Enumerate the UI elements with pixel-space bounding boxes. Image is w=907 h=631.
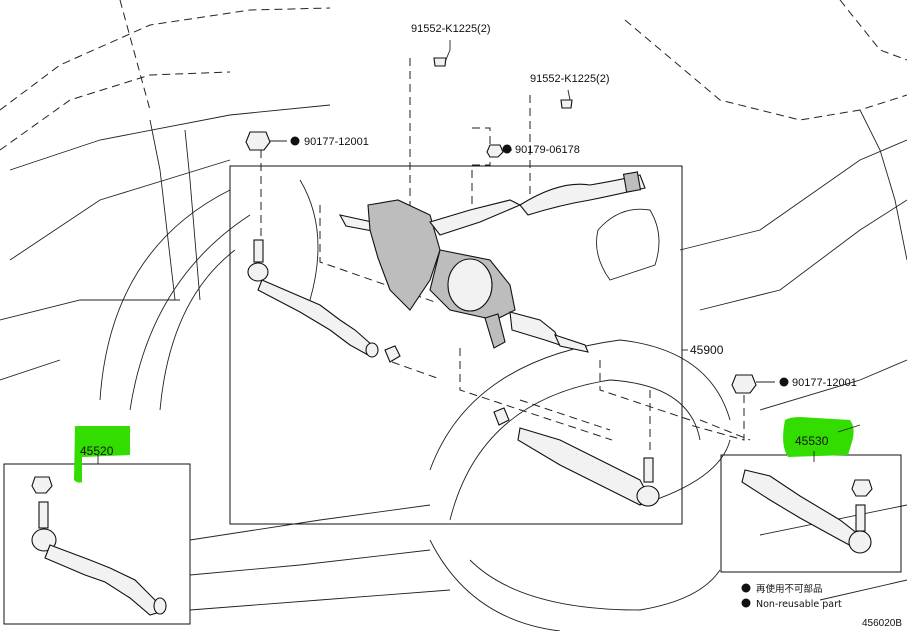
assembly-guide-lines — [260, 58, 751, 455]
rack-assembly-frame — [229, 165, 683, 525]
rack-motor — [447, 258, 493, 312]
tie-rod-end-rh — [741, 469, 873, 554]
tie-rod-stud — [643, 457, 654, 483]
nut-right — [731, 374, 775, 394]
non-reusable-marker — [779, 377, 789, 387]
highlight-45530 — [783, 417, 854, 457]
inset-frame-45520 — [3, 463, 191, 625]
label-nut-mid: 90179-06178 — [515, 144, 580, 156]
leader-45530 — [837, 424, 861, 433]
label-rack-assembly: 45900 — [690, 343, 724, 357]
legend: 再使用不可部品 Non-reusable part — [741, 583, 842, 610]
steering-rack — [338, 171, 646, 353]
tie-rod-end-nut — [31, 476, 53, 494]
tie-rod-end-stud — [855, 504, 866, 532]
label-nut-right: 90177-12001 — [792, 377, 857, 389]
legend-text-en: Non-reusable part — [756, 599, 842, 610]
tie-rod-end-stud — [38, 501, 49, 529]
bolt-top — [433, 40, 451, 67]
label-bolt-right: 91552-K1225(2) — [530, 73, 610, 85]
highlight-45520 — [74, 426, 130, 483]
rack-mount-bracket — [367, 199, 441, 311]
rack-boot — [509, 311, 561, 346]
rack-harness — [519, 174, 646, 216]
legend-marker-jp — [741, 583, 751, 593]
tie-rod-end-lh — [31, 476, 167, 616]
tie-rod-nut — [384, 345, 401, 363]
legend-text-jp: 再使用不可部品 — [756, 583, 823, 595]
non-reusable-marker — [502, 144, 512, 154]
label-nut-left: 90177-12001 — [304, 136, 369, 148]
bolt-right — [560, 89, 573, 109]
tie-rod-end-nut — [851, 479, 873, 497]
tie-rod-right — [493, 407, 660, 507]
label-bolt-top: 91552-K1225(2) — [411, 23, 491, 35]
legend-marker-en — [741, 598, 751, 608]
rack-connector — [622, 171, 642, 193]
nut-left — [245, 131, 287, 151]
non-reusable-marker — [290, 136, 300, 146]
rack-pipe — [429, 199, 522, 236]
tie-rod-stud — [253, 239, 264, 263]
label-tie-rod-end-rh: 45530 — [795, 434, 829, 448]
figure-code: 456020B — [862, 618, 902, 629]
tie-rod-left — [247, 239, 401, 363]
label-tie-rod-end-lh: 45520 — [80, 444, 114, 458]
rack-end-right — [553, 334, 589, 353]
tie-rod-nut — [493, 407, 510, 426]
rack-mount-ear — [484, 313, 506, 349]
